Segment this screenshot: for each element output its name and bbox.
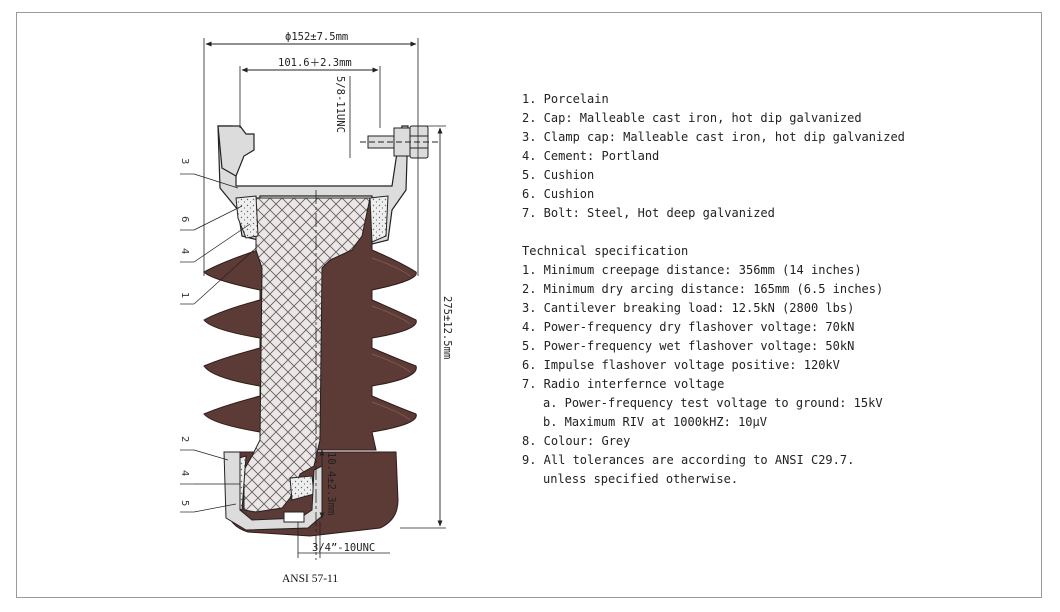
base-liner	[223, 451, 323, 531]
drawing-frame	[16, 12, 1042, 598]
spec-7: 7. Radio interfernce voltage	[522, 377, 725, 391]
callouts-upper: 3 6 4 1	[179, 158, 257, 305]
top-cap	[217, 125, 440, 245]
dim-cap-width: 101.6＋2.3mm	[239, 57, 381, 128]
cap-width-label: 101.6＋2.3mm	[278, 57, 352, 69]
base-recess-label: 10.4±2.3mm	[325, 452, 337, 515]
spec-title: Technical specification	[522, 244, 689, 258]
spec-4: 4. Power-frequency dry flashover voltage…	[522, 320, 855, 334]
spec-3: 3. Cantilever breaking load: 12.5kN (280…	[522, 301, 855, 315]
spec-7b: b. Maximum RIV at 1000kHZ: 10μV	[543, 415, 767, 429]
callout-2: 2	[179, 436, 190, 442]
part-2: 2. Cap: Malleable cast iron, hot dip gal…	[522, 111, 862, 125]
callout-3: 3	[179, 158, 190, 164]
specification-panel: 1. Porcelain 2. Cap: Malleable cast iron…	[522, 90, 1022, 489]
callout-1: 1	[179, 292, 190, 298]
callout-5: 5	[179, 500, 190, 506]
spec-7a: a. Power-frequency test voltage to groun…	[543, 396, 883, 410]
spec-8: 8. Colour: Grey	[522, 434, 631, 448]
base-thread-label: 3/4”-10UNC	[312, 542, 375, 554]
part-4: 4. Cement: Portland	[522, 149, 660, 163]
spec-1: 1. Minimum creepage distance: 356mm (14 …	[522, 263, 862, 277]
height-label: 275±12.5mm	[441, 296, 453, 359]
overall-diameter-label: ϕ152±7.5mm	[285, 31, 348, 43]
spec-2: 2. Minimum dry arcing distance: 165mm (6…	[522, 282, 884, 296]
part-3: 3. Clamp cap: Malleable cast iron, hot d…	[522, 130, 905, 144]
spec-5: 5. Power-frequency wet flashover voltage…	[522, 339, 855, 353]
drawing-caption: ANSI 57-11	[282, 573, 338, 585]
dim-overall-diameter: ϕ152±7.5mm	[203, 31, 419, 276]
spec-9-cont: unless specified otherwise.	[543, 472, 739, 486]
spec-9: 9. All tolerances are according to ANSI …	[522, 453, 855, 467]
callout-4-upper: 4	[179, 248, 190, 254]
part-7: 7. Bolt: Steel, Hot deep galvanized	[522, 206, 775, 220]
dim-height: 275±12.5mm	[400, 125, 453, 529]
part-1: 1. Porcelain	[522, 92, 609, 106]
spec-6: 6. Impulse flashover voltage positive: 1…	[522, 358, 840, 372]
dim-bolt-thread: 5/8-11UNC	[334, 76, 351, 158]
dim-base-thread: 3/4”-10UNC	[297, 522, 390, 558]
bolt-thread-label: 5/8-11UNC	[334, 76, 346, 133]
dim-base-recess: 10.4±2.3mm	[319, 449, 337, 519]
part-6: 6. Cushion	[522, 187, 595, 201]
callout-4-lower: 4	[179, 470, 190, 476]
callouts-lower: 2 4 5	[179, 436, 240, 513]
part-5: 5. Cushion	[522, 168, 595, 182]
callout-6: 6	[179, 216, 190, 222]
